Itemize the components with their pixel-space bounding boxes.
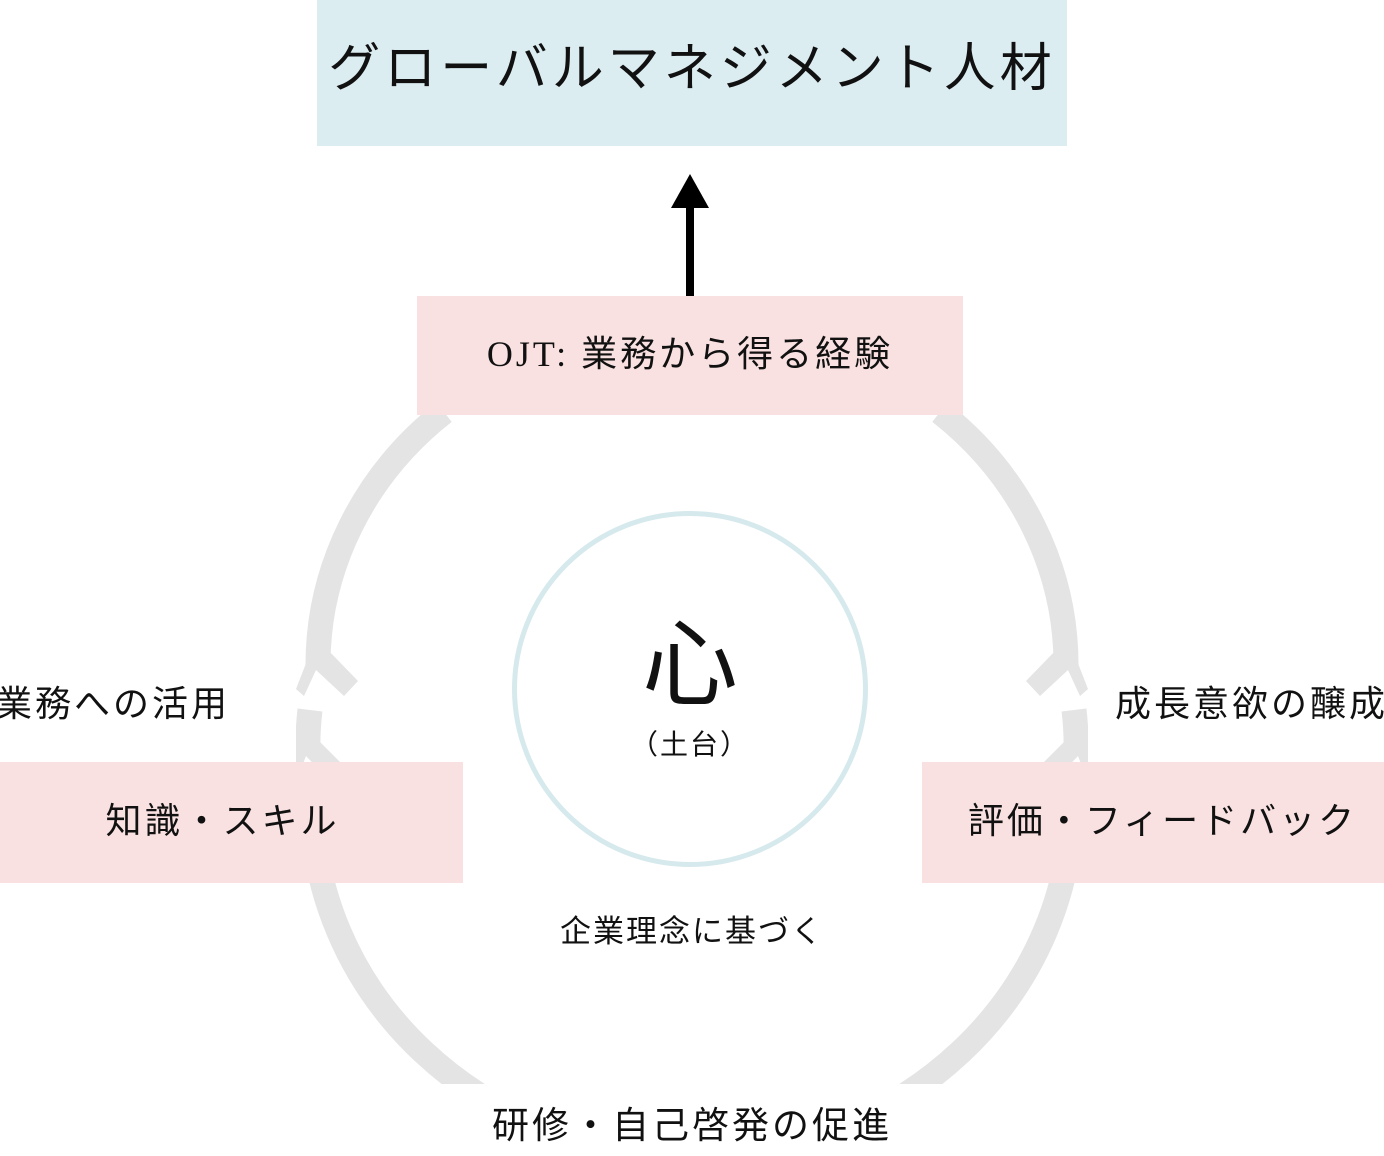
core-sub-label: （土台） bbox=[629, 730, 750, 761]
caption-bottom: 研修・自己啓発の促進 bbox=[492, 1106, 892, 1147]
title-banner-label: グローバルマネジメント人材 bbox=[328, 41, 1056, 98]
caption-right: 成長意欲の醸成 bbox=[1114, 684, 1384, 724]
caption-left: 業務への活用 bbox=[0, 684, 231, 724]
box-ojt-label: OJT: 業務から得る経験 bbox=[486, 334, 894, 374]
circular-arrow-ring-icon bbox=[295, 400, 1089, 1156]
core-kanji-label: 心 bbox=[642, 612, 738, 719]
title-banner: グローバルマネジメント人材 bbox=[317, 0, 1067, 146]
box-evaluation-feedback: 評価・フィードバック bbox=[922, 762, 1384, 883]
core-circle: 心 （土台） bbox=[512, 511, 868, 867]
box-evaluation-feedback-label: 評価・フィードバック bbox=[967, 801, 1358, 841]
caption-center: 企業理念に基づく bbox=[560, 914, 824, 949]
box-knowledge-skills: 知識・スキル bbox=[0, 762, 463, 883]
arrow-up-icon bbox=[668, 172, 712, 300]
box-knowledge-skills-label: 知識・スキル bbox=[105, 801, 340, 841]
box-ojt: OJT: 業務から得る経験 bbox=[417, 296, 963, 415]
